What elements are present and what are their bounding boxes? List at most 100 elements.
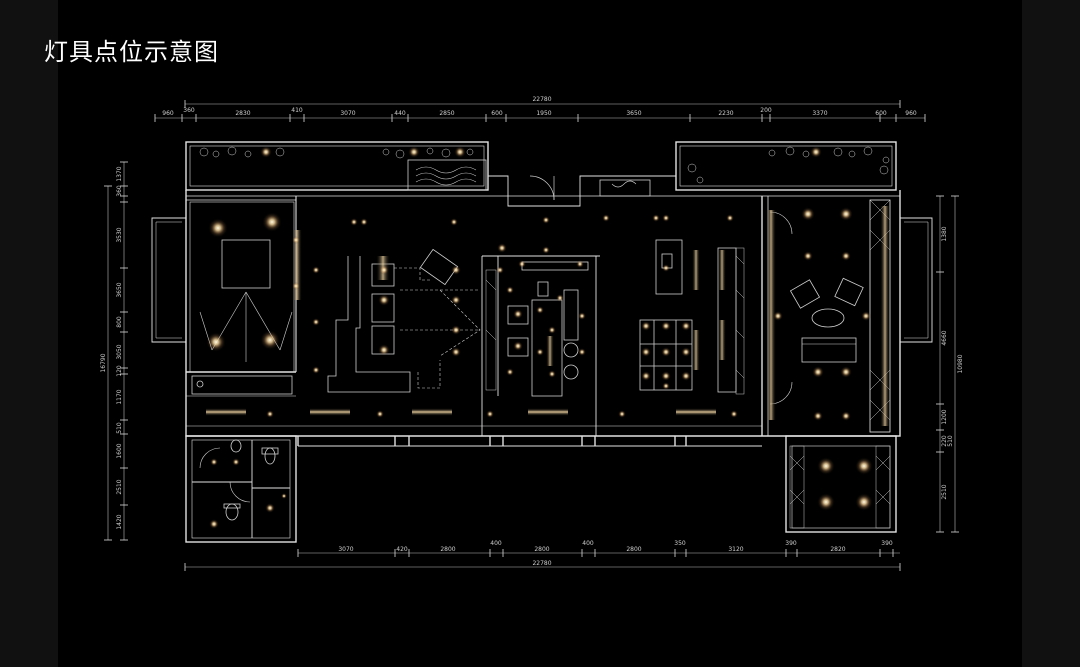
- dim-left-seg: 1170: [116, 389, 123, 404]
- dim-bottom-seg: 400: [490, 540, 502, 547]
- downlight: [260, 146, 272, 158]
- downlight: [451, 265, 461, 275]
- dim-right-seg: 1380: [941, 226, 948, 241]
- downlight: [840, 366, 852, 378]
- downlight: [726, 214, 734, 222]
- downlight: [641, 321, 651, 331]
- downlight: [855, 457, 873, 475]
- bed-outline: [221, 239, 271, 289]
- downlight: [450, 218, 458, 226]
- dim-top-small: 360: [183, 107, 195, 114]
- dim-bottom-seg: 2800: [440, 546, 455, 553]
- downlight: [312, 318, 320, 326]
- downlight: [652, 214, 660, 222]
- dim-bottom-seg: 390: [881, 540, 893, 547]
- downlight: [556, 294, 564, 302]
- downlight: [548, 326, 556, 334]
- dim-bottom-seg: 390: [785, 540, 797, 547]
- downlight: [681, 321, 691, 331]
- dim-top-seg: 3070: [340, 110, 355, 117]
- downlight: [548, 370, 556, 378]
- strip-light: [310, 408, 350, 416]
- lounge-chair-b: [834, 277, 864, 307]
- left-margin-band: [0, 0, 58, 667]
- dim-top-seg: 3650: [626, 110, 641, 117]
- strip-light: [546, 336, 554, 366]
- downlight: [210, 458, 218, 466]
- dim-bottom-seg: 2800: [626, 546, 641, 553]
- chair-a: [507, 305, 529, 325]
- dim-top-seg: 410: [291, 107, 303, 114]
- dim-right-seg: 220: [941, 435, 948, 447]
- dim-top-seg: 600: [491, 110, 503, 117]
- sofa-right: [801, 337, 857, 363]
- downlight: [454, 146, 466, 158]
- downlight: [578, 312, 586, 320]
- downlight: [661, 347, 671, 357]
- downlight: [662, 214, 670, 222]
- dim-right-seg: 4660: [941, 330, 948, 345]
- dim-top-total: 22780: [532, 96, 551, 103]
- downlight: [801, 207, 815, 221]
- dim-top-seg: 1950: [536, 110, 551, 117]
- dim-top-seg: 960: [162, 110, 174, 117]
- downlight: [661, 321, 671, 331]
- downlight: [618, 410, 626, 418]
- downlight: [841, 411, 851, 421]
- downlight: [209, 519, 219, 529]
- dim-top-small: 600: [875, 110, 887, 117]
- downlight: [730, 410, 738, 418]
- downlight: [350, 218, 358, 226]
- downlight: [542, 246, 550, 254]
- downlight: [206, 332, 226, 352]
- downlight: [292, 236, 300, 244]
- downlight: [497, 243, 507, 253]
- fridge-block: [655, 239, 683, 295]
- page-title: 灯具点位示意图: [44, 38, 219, 66]
- downlight: [378, 294, 390, 306]
- downlight: [513, 341, 523, 351]
- downlight: [408, 146, 420, 158]
- dim-bottom-seg: 2800: [534, 546, 549, 553]
- strip-light: [206, 408, 246, 416]
- downlight: [542, 216, 550, 224]
- furniture: [191, 146, 890, 521]
- dimension-lines: [107, 103, 956, 568]
- dim-left-seg: 1370: [116, 166, 123, 181]
- downlight: [662, 382, 670, 390]
- dim-left-seg: 800: [116, 316, 123, 328]
- dim-bottom-seg: 2820: [830, 546, 845, 553]
- dim-left-outer: 16790: [100, 353, 107, 372]
- dim-top-seg: 2830: [235, 110, 250, 117]
- strip-light: [412, 408, 452, 416]
- dim-top-seg: 440: [394, 110, 406, 117]
- downlight: [486, 410, 494, 418]
- downlight: [578, 348, 586, 356]
- dim-left-seg: 3650: [116, 282, 123, 297]
- downlight: [379, 265, 389, 275]
- lounge-chair-a: [789, 279, 821, 309]
- downlight: [536, 306, 544, 314]
- downlight: [451, 295, 461, 305]
- dim-right-seg: 510: [947, 435, 954, 447]
- downlight: [262, 212, 282, 232]
- downlight: [817, 493, 835, 511]
- downlight: [506, 286, 514, 294]
- dim-bottom-total: 22780: [532, 560, 551, 567]
- downlight: [855, 493, 873, 511]
- dim-left-seg: 360: [116, 185, 123, 197]
- dim-left-seg: 3050: [116, 344, 123, 359]
- downlight: [839, 207, 853, 221]
- downlight: [208, 218, 228, 238]
- downlight: [681, 371, 691, 381]
- armchair: [419, 248, 459, 286]
- downlight: [260, 330, 280, 350]
- downlight: [810, 146, 822, 158]
- downlight: [803, 251, 813, 261]
- dimension-labels: 22780 960 360 2830 410 3070 440 2850 600…: [100, 96, 964, 567]
- dim-bottom-seg: 3070: [338, 546, 353, 553]
- downlight: [841, 251, 851, 261]
- downlight: [662, 264, 670, 272]
- dim-bottom-seg: 400: [582, 540, 594, 547]
- dim-left-seg: 510: [116, 422, 123, 434]
